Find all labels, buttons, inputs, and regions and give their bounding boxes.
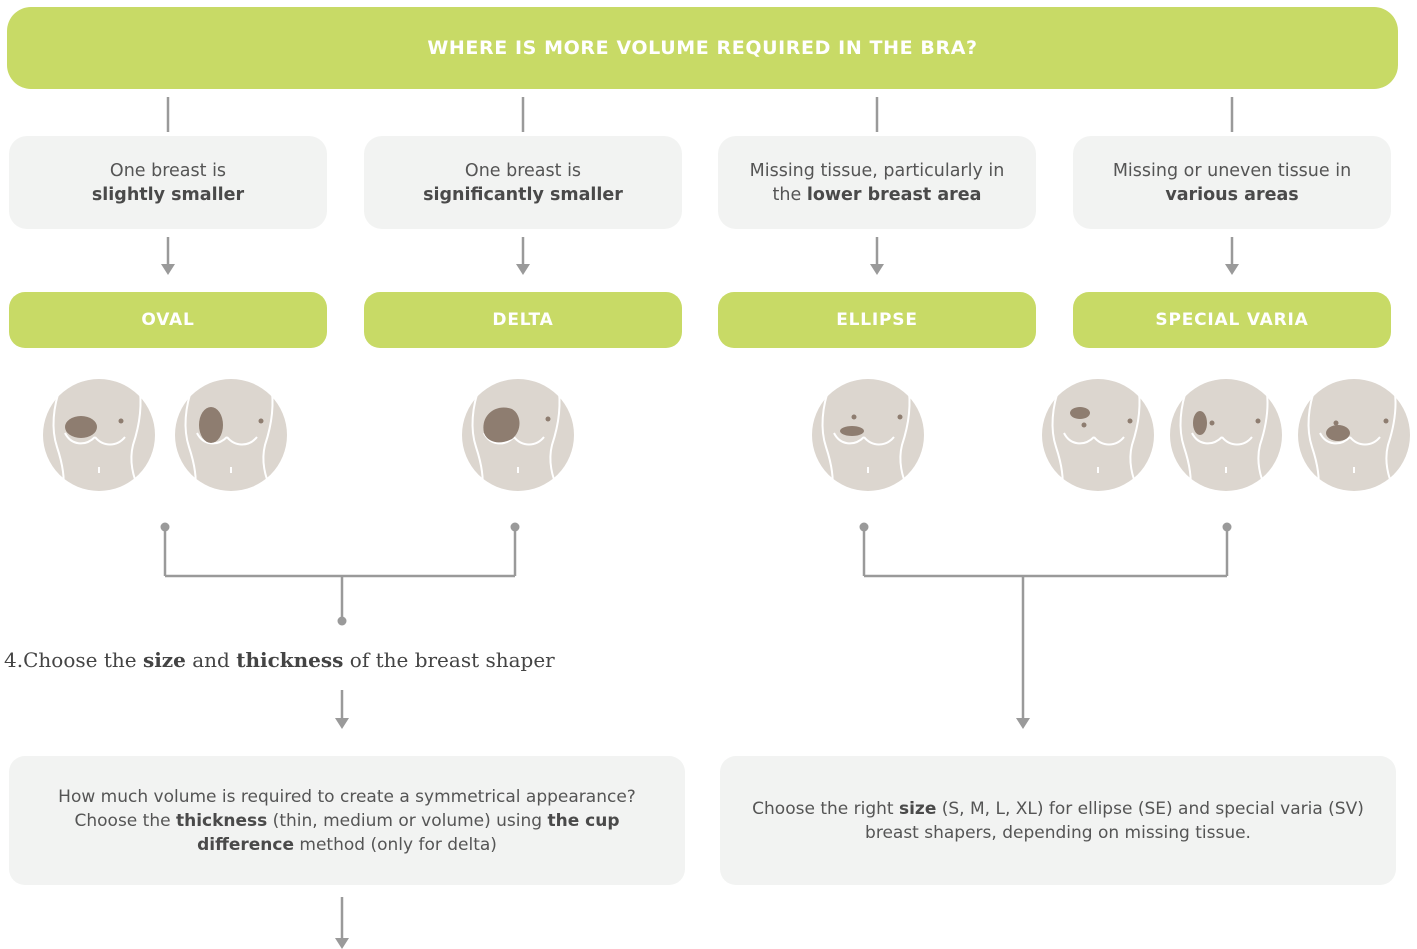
condition-lower-breast-area: Missing tissue, particularly in the lowe… — [718, 136, 1036, 229]
step-bold: thickness — [236, 648, 344, 672]
info-bold: thickness — [175, 810, 268, 831]
condition-text: One breast is — [109, 160, 227, 181]
question-banner: WHERE IS MORE VOLUME REQUIRED IN THE BRA… — [7, 7, 1398, 89]
info-text: (S, M, L, XL) for ellipse (SE) and speci… — [865, 798, 1364, 843]
torso-illustration-special-varia-1 — [1041, 378, 1155, 492]
step-heading: 4.Choose the size and thickness of the b… — [4, 648, 555, 672]
torso-illustration-special-varia-3 — [1297, 378, 1411, 492]
shape-ellipse: ELLIPSE — [718, 292, 1036, 348]
shape-special-varia: SPECIAL VARIA — [1073, 292, 1391, 348]
arrow-head — [335, 938, 349, 949]
condition-emphasis: lower breast area — [806, 184, 982, 205]
arrow-head — [1016, 718, 1030, 729]
condition-text: Missing tissue, particularly in — [749, 160, 1005, 181]
shape-label: ELLIPSE — [836, 310, 918, 330]
arrow-head — [335, 718, 349, 729]
shape-oval: OVAL — [9, 292, 327, 348]
info-bold: size — [898, 798, 937, 819]
connector-dot — [337, 616, 347, 626]
shape-label: DELTA — [492, 310, 554, 330]
condition-text: One breast is — [464, 160, 582, 181]
step-text: Choose the — [23, 648, 143, 672]
step-bold: size — [142, 648, 186, 672]
size-info-box: Choose the right size (S, M, L, XL) for … — [720, 756, 1396, 885]
shape-label: SPECIAL VARIA — [1155, 310, 1309, 330]
info-bold: the cup difference — [197, 810, 620, 855]
connector-dot — [859, 522, 869, 532]
connector-dot — [1222, 522, 1232, 532]
step-number: 4. — [4, 648, 24, 672]
arrow-head — [1225, 264, 1239, 275]
torso-illustration-special-varia-2 — [1169, 378, 1283, 492]
condition-line2: the lower breast area — [773, 183, 982, 207]
size-info-text: Choose the right size (S, M, L, XL) for … — [748, 797, 1368, 845]
thickness-info-text: How much volume is required to create a … — [33, 785, 661, 857]
connector-dot — [160, 522, 170, 532]
torso-illustration-ellipse — [811, 378, 925, 492]
condition-slightly-smaller: One breast is slightly smaller — [9, 136, 327, 229]
info-text: method (only for delta) — [294, 834, 497, 855]
info-text: (thin, medium or volume) using — [267, 810, 548, 831]
condition-emphasis: slightly smaller — [91, 184, 245, 205]
condition-emphasis: various areas — [1165, 184, 1299, 205]
arrow-head — [870, 264, 884, 275]
arrow-head — [516, 264, 530, 275]
connector-dot — [510, 522, 520, 532]
torso-illustration-oval-1 — [42, 378, 156, 492]
condition-various-areas: Missing or uneven tissue in various area… — [1073, 136, 1391, 229]
condition-significantly-smaller: One breast is significantly smaller — [364, 136, 682, 229]
torso-illustration-delta — [461, 378, 575, 492]
shape-label: OVAL — [141, 310, 195, 330]
info-text: Choose the right — [752, 798, 899, 819]
thickness-info-box: How much volume is required to create a … — [9, 756, 685, 885]
shape-delta: DELTA — [364, 292, 682, 348]
info-line: How much volume is required to create a … — [58, 786, 636, 807]
step-text: of the breast shaper — [343, 648, 555, 672]
condition-text: Missing or uneven tissue in — [1112, 160, 1352, 181]
question-text: WHERE IS MORE VOLUME REQUIRED IN THE BRA… — [427, 37, 978, 59]
condition-emphasis: significantly smaller — [423, 184, 623, 205]
arrow-head — [161, 264, 175, 275]
step-text: and — [185, 648, 237, 672]
torso-illustration-oval-2 — [174, 378, 288, 492]
condition-prefix: the — [772, 184, 807, 205]
info-text: Choose the — [74, 810, 176, 831]
